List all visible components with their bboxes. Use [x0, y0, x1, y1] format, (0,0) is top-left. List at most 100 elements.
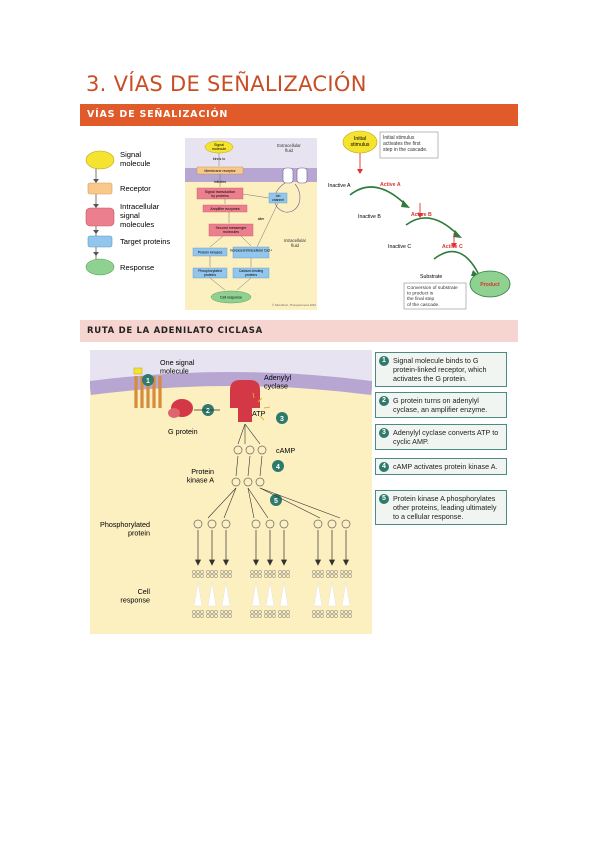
response-molecule [228, 610, 232, 614]
ad-num-3: 3 [280, 416, 284, 423]
pw-amplifier: Amplifier enzymes [210, 207, 240, 211]
response-molecule [278, 610, 282, 614]
response-molecule [200, 574, 204, 578]
response-molecule [254, 614, 258, 618]
response-burst [327, 581, 337, 607]
pw-response: Cell response [220, 296, 242, 300]
response-molecule [196, 574, 200, 578]
cascade-inactive-c: Inactive C [388, 244, 411, 250]
response-molecule [214, 574, 218, 578]
response-molecule [278, 574, 282, 578]
response-molecule [272, 614, 276, 618]
response-molecule [312, 614, 316, 618]
response-molecule [210, 574, 214, 578]
response-molecule [206, 574, 210, 578]
response-molecule [286, 570, 290, 574]
response-molecule [254, 570, 258, 574]
response-molecule [326, 574, 330, 578]
response-molecule [200, 614, 204, 618]
pw-alter: alter [258, 217, 265, 221]
response-molecule [330, 574, 334, 578]
response-molecule [264, 574, 268, 578]
cascade-arrow-head [328, 559, 336, 566]
phosphorylated-protein-mark [265, 519, 275, 529]
response-molecule [196, 570, 200, 574]
response-molecule [214, 610, 218, 614]
step-text: Protein kinase A phosphorylates other pr… [393, 494, 497, 521]
cascade-arrow-head [194, 559, 202, 566]
response-molecule [258, 614, 262, 618]
response-molecule [220, 574, 224, 578]
cascade-active-a: Active A [380, 182, 401, 188]
phosphorylated-protein-mark [221, 519, 231, 529]
response-molecule [348, 574, 352, 578]
response-molecule [316, 574, 320, 578]
response-burst [265, 581, 275, 607]
ad-camp: cAMP [276, 446, 295, 455]
cascade-active-b: Active B [411, 212, 432, 218]
response-molecule [210, 570, 214, 574]
pw-copyright: © Silverthorn, Thonpsonmens 2016 [272, 303, 316, 307]
cascade-arrow-head [252, 559, 260, 566]
response-molecule [278, 614, 282, 618]
response-molecule [224, 610, 228, 614]
legend-response-swatch [85, 258, 115, 276]
response-molecule [228, 570, 232, 574]
legend-target-swatch [87, 235, 113, 248]
response-molecule [268, 614, 272, 618]
response-molecule [320, 614, 324, 618]
response-molecule [192, 610, 196, 614]
response-molecule [326, 614, 330, 618]
legend-receptor-swatch [87, 182, 113, 195]
legend-label-receptor: Receptor [120, 184, 151, 193]
cascade-arrow-head [208, 559, 216, 566]
phosphorylated-protein-mark [313, 519, 323, 529]
legend-label-response: Response [120, 263, 154, 272]
response-molecule [286, 610, 290, 614]
legend-label-target: Target proteins [120, 237, 170, 246]
section-header-label: RUTA DE LA ADENILATO CICLASA [87, 326, 263, 336]
response-molecule [250, 570, 254, 574]
ad-num-4: 4 [276, 464, 280, 471]
response-molecule [268, 574, 272, 578]
response-molecule [268, 610, 272, 614]
step-number: 4 [379, 462, 389, 472]
response-burst [207, 581, 217, 607]
response-molecule [200, 610, 204, 614]
phosphorylated-protein-mark [341, 519, 351, 529]
phosphorylated-protein-mark [251, 519, 261, 529]
response-molecule [320, 574, 324, 578]
response-molecule [282, 610, 286, 614]
response-molecule [312, 570, 316, 574]
cascade-substrate: Substrate [420, 274, 442, 280]
pw-calcium: Increased intracellular Ca2+ [230, 249, 272, 253]
response-molecule [206, 614, 210, 618]
response-molecule [258, 570, 262, 574]
response-molecule [344, 610, 348, 614]
response-molecule [334, 574, 338, 578]
phosphorylated-protein-mark [207, 519, 217, 529]
response-molecule [344, 574, 348, 578]
response-molecule [348, 610, 352, 614]
response-molecule [282, 574, 286, 578]
response-molecule [334, 570, 338, 574]
response-molecule [220, 614, 224, 618]
response-molecule [192, 570, 196, 574]
response-molecule [250, 574, 254, 578]
response-molecule [272, 610, 276, 614]
